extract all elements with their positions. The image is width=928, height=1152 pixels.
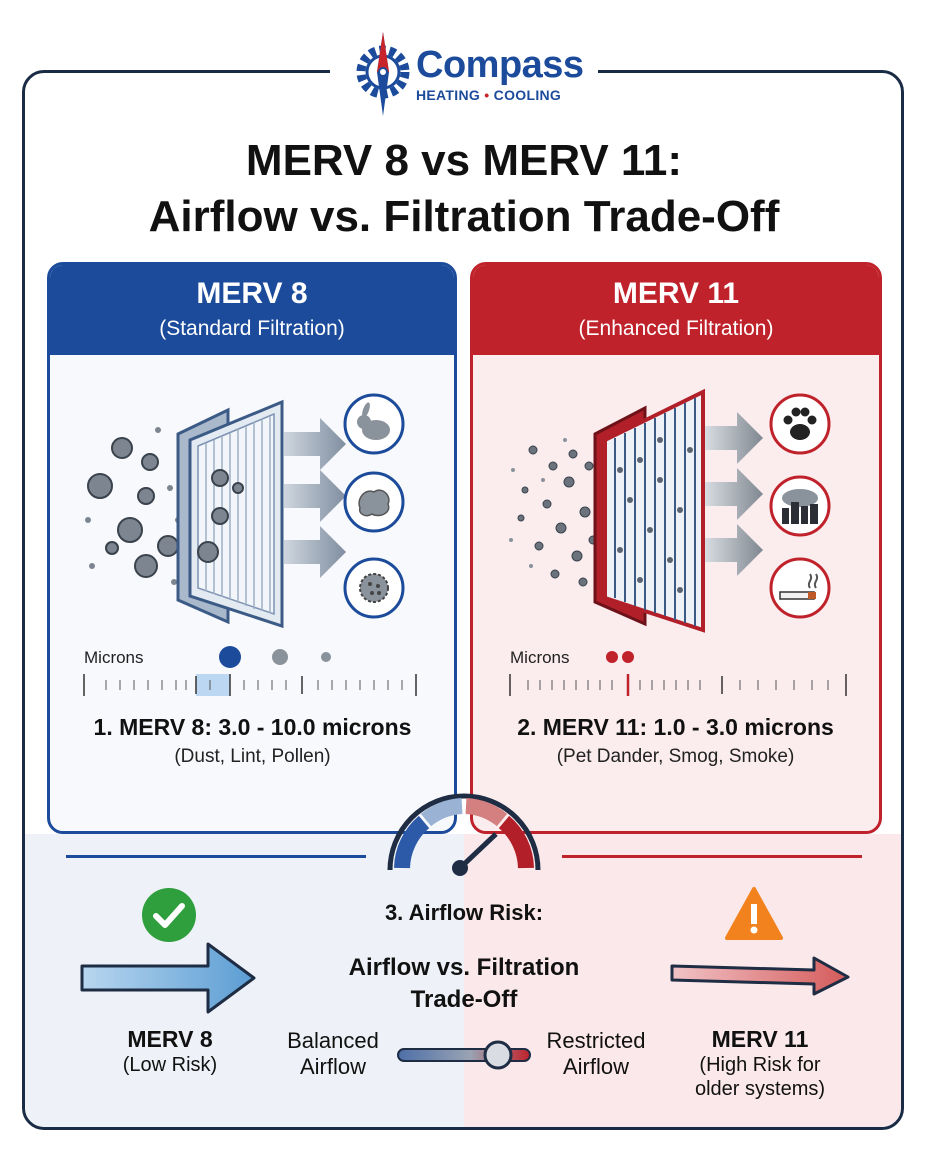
merv8-heading: MERV 8 — [196, 277, 308, 310]
balanced-airflow-arrow-icon — [80, 942, 256, 1014]
merv11-risk-label-line-1: (High Risk for — [699, 1054, 821, 1076]
merv11-header: MERV 11 (Enhanced Filtration) — [473, 265, 879, 355]
slider-right-label-line-2: Airflow — [562, 1054, 629, 1079]
merv11-microns-label: Microns — [510, 648, 570, 667]
merv8-range-title: 1. MERV 8: 3.0 - 10.0 microns — [93, 714, 412, 740]
merv11-range-examples: (Pet Dander, Smog, Smoke) — [556, 746, 795, 767]
cigarette-smoke-icon — [769, 557, 831, 619]
merv8-header: MERV 8 (Standard Filtration) — [50, 265, 454, 355]
merv11-airflow-label: MERV 11 — [711, 1026, 809, 1052]
paw-print-icon — [769, 393, 831, 455]
airflow-tradeoff-line-2: Trade-Off — [410, 986, 518, 1013]
merv8-microns-label: Microns — [84, 648, 144, 667]
compass-gear-icon — [356, 32, 410, 116]
pollen-icon — [343, 557, 405, 619]
dust-clump-icon — [343, 471, 405, 533]
brand-tagline: HEATING • COOLING — [416, 87, 562, 103]
merv11-range-title: 2. MERV 11: 1.0 - 3.0 microns — [517, 714, 834, 740]
check-circle-icon — [142, 888, 196, 942]
divider-left — [66, 855, 366, 858]
airflow-gauge-icon — [387, 793, 541, 876]
merv8-risk-label: (Low Risk) — [122, 1054, 218, 1076]
merv11-subheading: (Enhanced Filtration) — [578, 317, 774, 340]
brand-name: Compass — [416, 44, 584, 86]
rabbit-icon — [343, 393, 405, 455]
merv11-filter-illustration — [509, 388, 763, 633]
slider-left-label-line-1: Balanced — [287, 1028, 379, 1053]
smog-city-icon — [769, 475, 831, 537]
page-title-line-2: Airflow vs. Filtration Trade-Off — [148, 192, 780, 241]
merv8-airflow-label: MERV 8 — [127, 1026, 213, 1052]
slider-right-label-line-1: Restricted — [546, 1028, 646, 1053]
warning-triangle-icon — [725, 887, 783, 940]
merv8-range-examples: (Dust, Lint, Pollen) — [174, 746, 331, 767]
airflow-tradeoff-slider — [397, 1040, 531, 1070]
merv8-filter-illustration — [85, 399, 346, 629]
divider-right — [562, 855, 862, 858]
slider-left-label-line-2: Airflow — [299, 1054, 366, 1079]
merv11-micron-scale — [509, 651, 847, 696]
airflow-risk-heading: 3. Airflow Risk: — [384, 900, 544, 925]
merv8-subheading: (Standard Filtration) — [159, 317, 345, 340]
page-title-line-1: MERV 8 vs MERV 11: — [245, 136, 683, 185]
merv11-risk-label-line-2: older systems) — [694, 1078, 826, 1100]
merv11-heading: MERV 11 — [612, 277, 740, 310]
restricted-airflow-arrow-icon — [670, 956, 850, 996]
airflow-tradeoff-line-1: Airflow vs. Filtration — [348, 954, 580, 981]
merv8-micron-scale — [83, 646, 417, 696]
